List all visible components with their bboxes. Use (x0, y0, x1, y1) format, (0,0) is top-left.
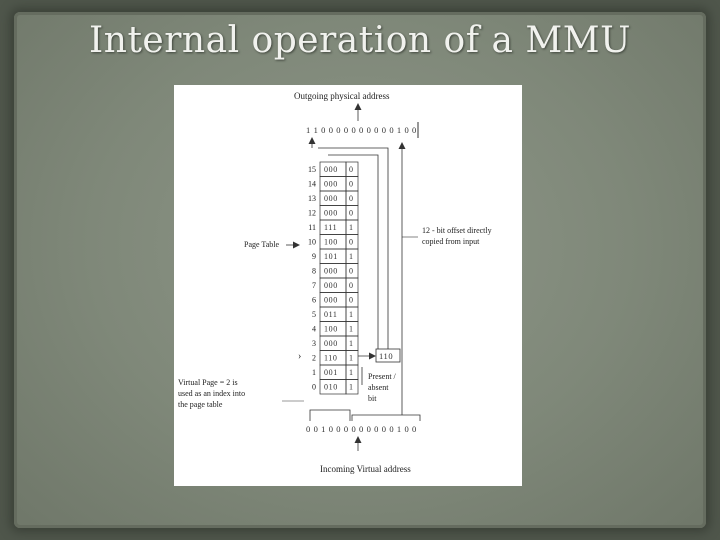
page-table-index: 9 (312, 252, 316, 261)
offset-bracket (351, 414, 421, 421)
page-table-present-value: 0 (349, 209, 354, 218)
page-table-present-value: 1 (349, 310, 354, 319)
page-table-present-value: 1 (349, 339, 354, 348)
outgoing-address-label: Outgoing physical address (294, 91, 390, 101)
virtual-page-note-2: used as an index into (178, 389, 245, 398)
slide-title: Internal operation of a MMU (89, 20, 631, 61)
page-table-frame-value: 000 (324, 194, 338, 203)
page-table-present-cell (345, 379, 359, 395)
mmu-diagram: Outgoing physical address 1 1 0 0 0 0 0 … (174, 85, 522, 486)
page-table-index: 11 (308, 223, 316, 232)
page-table-label: Page Table (244, 240, 280, 249)
page-table-frame-value: 011 (324, 310, 338, 319)
page-table-present-value: 1 (349, 368, 354, 377)
page-table-index: 5 (312, 310, 316, 319)
page-table-present-value: 0 (349, 267, 354, 276)
page-table-frame-value: 000 (324, 296, 338, 305)
page-table-index: 10 (308, 238, 316, 247)
selected-frame-value: 110 (379, 351, 393, 361)
page-table-present-value: 1 (349, 252, 354, 261)
page-table-frame-value: 101 (324, 252, 338, 261)
mmu-diagram-svg: Outgoing physical address 1 1 0 0 0 0 0 … (178, 91, 492, 474)
frame-to-output-line-2 (328, 154, 379, 349)
page-table-present-value: 0 (349, 194, 354, 203)
index-pointer: › (298, 351, 301, 362)
page-table-present-value: 0 (349, 165, 354, 174)
page-table-index: 4 (312, 325, 316, 334)
page-table-frame-value: 000 (324, 339, 338, 348)
page-table-frame-value: 010 (324, 383, 338, 392)
page-table-index: 8 (312, 267, 316, 276)
page-table-index: 3 (312, 339, 316, 348)
present-bit-note-3: bit (368, 394, 377, 403)
page-table-index: 2 (312, 354, 316, 363)
page-table-frame-value: 000 (324, 209, 338, 218)
page-table-frame-value: 000 (324, 165, 338, 174)
page-table-index: 6 (312, 296, 316, 305)
page-table-frame-value: 100 (324, 238, 338, 247)
page-table-frame-value: 100 (324, 325, 338, 334)
page-table-present-value: 0 (349, 296, 354, 305)
page-table-index: 0 (312, 383, 316, 392)
present-bit-note-2: absent (368, 383, 389, 392)
offset-note-1: 12 - bit offset directly (422, 226, 492, 235)
page-table-index: 12 (308, 209, 316, 218)
page-table-present-value: 0 (349, 180, 354, 189)
page-table-frame-value: 000 (324, 267, 338, 276)
frame-to-output-line (318, 147, 389, 349)
page-table-frame-value: 001 (324, 368, 338, 377)
page-table-frame-value: 000 (324, 180, 338, 189)
page-table-index: 14 (308, 180, 316, 189)
page-table-present-value: 1 (349, 354, 354, 363)
page-table-frame-value: 000 (324, 281, 338, 290)
offset-note-2: copied from input (422, 237, 480, 246)
present-bit-note-1: Present / (368, 372, 397, 381)
page-table-present-value: 1 (349, 325, 354, 334)
page-table-present-value: 1 (349, 383, 354, 392)
incoming-address-bits: 0 0 1 0 0 0 0 0 0 0 0 0 1 0 0 (306, 424, 417, 434)
page-table-index: 7 (312, 281, 316, 290)
page-table-frame-value: 111 (324, 223, 337, 232)
page-table-index: 1 (312, 368, 316, 377)
virtual-page-note-3: the page table (178, 400, 223, 409)
page-table-present-value: 0 (349, 281, 354, 290)
page-table-present-value: 0 (349, 238, 354, 247)
page-table-index: 15 (308, 165, 316, 174)
virtual-page-note-1: Virtual Page = 2 is (178, 378, 238, 387)
virtual-page-bracket (309, 409, 351, 421)
page-table-present-value: 1 (349, 223, 354, 232)
outgoing-address-bits: 1 1 0 0 0 0 0 0 0 0 0 0 1 0 0 (306, 125, 417, 135)
page-table-frame-value: 110 (324, 354, 338, 363)
page-table-index: 13 (308, 194, 316, 203)
incoming-address-label: Incoming Virtual address (320, 464, 411, 474)
